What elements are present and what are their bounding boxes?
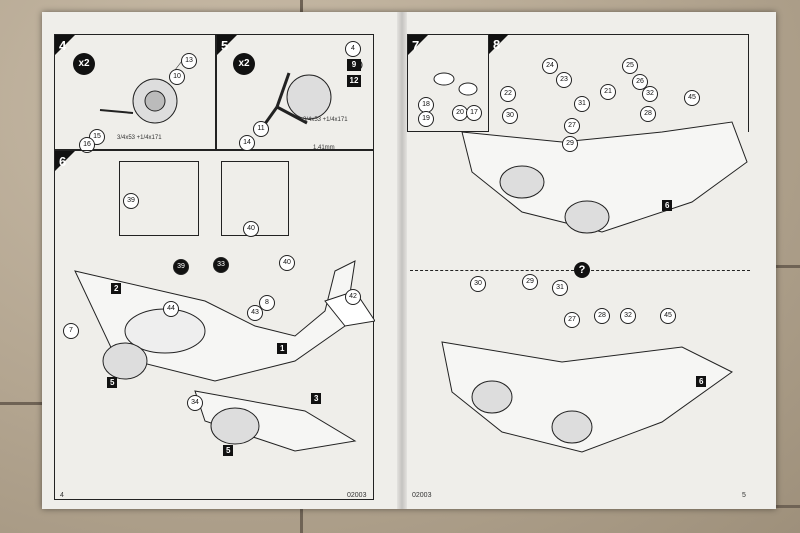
callout-19: 19 (418, 111, 434, 127)
callout-16: 16 (79, 137, 95, 153)
alt-callout-30: 30 (470, 276, 486, 292)
page-fold (397, 12, 407, 509)
callout-42: 8 (259, 295, 275, 311)
step-5-panel: 5 x2 4 9 12 14 11 3/4x53 +1/4x171 1.41mm (216, 34, 374, 151)
alt-marker-6: 6 (696, 376, 707, 387)
s8-callout-29: 29 (562, 136, 578, 152)
tile-joint (775, 505, 800, 508)
callout-13: 13 (181, 53, 197, 69)
tile-joint (775, 265, 800, 268)
alt-callout-28: 28 (594, 308, 610, 324)
part-12-tag: 12 (347, 75, 361, 87)
alt-callout-29: 29 (522, 274, 538, 290)
callout-11: 11 (253, 121, 269, 137)
step-6-corner (55, 151, 75, 171)
marker-5b: 5 (223, 445, 234, 456)
step-8-panel (489, 34, 749, 132)
s8-callout-32: 32 (642, 86, 658, 102)
step-4-number: 4 (59, 38, 67, 53)
callout-7: 42 (345, 289, 361, 305)
step-7-drawing (433, 72, 478, 96)
alt-callout-27: 27 (564, 312, 580, 328)
step-4-multiplier: x2 (73, 53, 95, 75)
marker-3: 3 (311, 393, 322, 404)
s8-callout-30: 30 (502, 108, 518, 124)
callout-34: 34 (187, 395, 203, 411)
callout-8: 40 (279, 255, 295, 271)
step-8-corner (489, 34, 509, 54)
tile-joint (0, 402, 42, 405)
step-8-drawing (441, 121, 748, 453)
step-6-number: 6 (59, 154, 67, 169)
marker-1: 1 (277, 343, 288, 354)
pilot-box (119, 161, 199, 236)
alternative-question-icon: ? (574, 262, 590, 278)
s8-callout-31: 31 (574, 96, 590, 112)
callout-10: 10 (169, 69, 185, 85)
step-5-size: 1.41mm (313, 145, 335, 151)
step-5-corner (217, 35, 237, 55)
tile-joint (300, 0, 303, 12)
step-7-panel: 7 18 19 20 17 (407, 34, 489, 132)
s8-callout-25: 25 (622, 58, 638, 74)
step-5-note: 3/4x53 +1/4x171 (303, 117, 348, 123)
callout-33: 7 (63, 323, 79, 339)
s8-callout-26: 26 (632, 74, 648, 90)
step-5-number: 5 (221, 38, 229, 53)
gunner-part-40: 40 (243, 221, 259, 237)
callout-4: 4 (345, 41, 361, 57)
callout-17: 17 (466, 105, 482, 121)
callout-43: 33 (213, 257, 229, 273)
tile-joint (300, 509, 303, 533)
kit-code-left: 02003 (347, 492, 367, 499)
page-number-left: 4 (60, 492, 64, 499)
step-5-multiplier: x2 (233, 53, 255, 75)
callout-40: 43 (247, 305, 263, 321)
marker-5a: 5 (107, 377, 118, 388)
instruction-sheet: 4 x2 13 10 15 16 3/4x53 +1/4x171 5 x2 (42, 12, 776, 509)
s8-callout-45: 45 (684, 90, 700, 106)
s8-marker-6: 6 (662, 200, 673, 211)
alt-callout-45: 45 (660, 308, 676, 324)
alt-callout-32: 32 (620, 308, 636, 324)
page-number-right: 5 (742, 492, 746, 499)
part-9-tag: 9 (347, 59, 361, 71)
pilot-part-39: 39 (123, 193, 139, 209)
s8-callout-27: 27 (564, 118, 580, 134)
s8-callout-24: 24 (542, 58, 558, 74)
step-4-corner (55, 35, 75, 55)
alt-callout-31: 31 (552, 280, 568, 296)
s8-callout-23: 23 (556, 72, 572, 88)
callout-39: 44 (163, 301, 179, 317)
step-7-corner (408, 35, 428, 55)
callout-44: 39 (173, 259, 189, 275)
marker-2: 2 (111, 283, 122, 294)
s8-callout-28: 28 (640, 106, 656, 122)
step-4-note: 3/4x53 +1/4x171 (117, 135, 162, 141)
step-6-panel: 6 39 33 40 44 43 8 42 7 34 2 1 3 5 (54, 150, 375, 500)
kit-code-right: 02003 (412, 492, 432, 499)
step-4-drawing (99, 56, 186, 124)
step-8-number: 8 (493, 37, 501, 52)
step-4-panel: 4 x2 13 10 15 16 3/4x53 +1/4x171 (54, 34, 216, 153)
s8-callout-21: 21 (600, 84, 616, 100)
s8-callout-22: 22 (500, 86, 516, 102)
step-7-number: 7 (412, 38, 420, 53)
